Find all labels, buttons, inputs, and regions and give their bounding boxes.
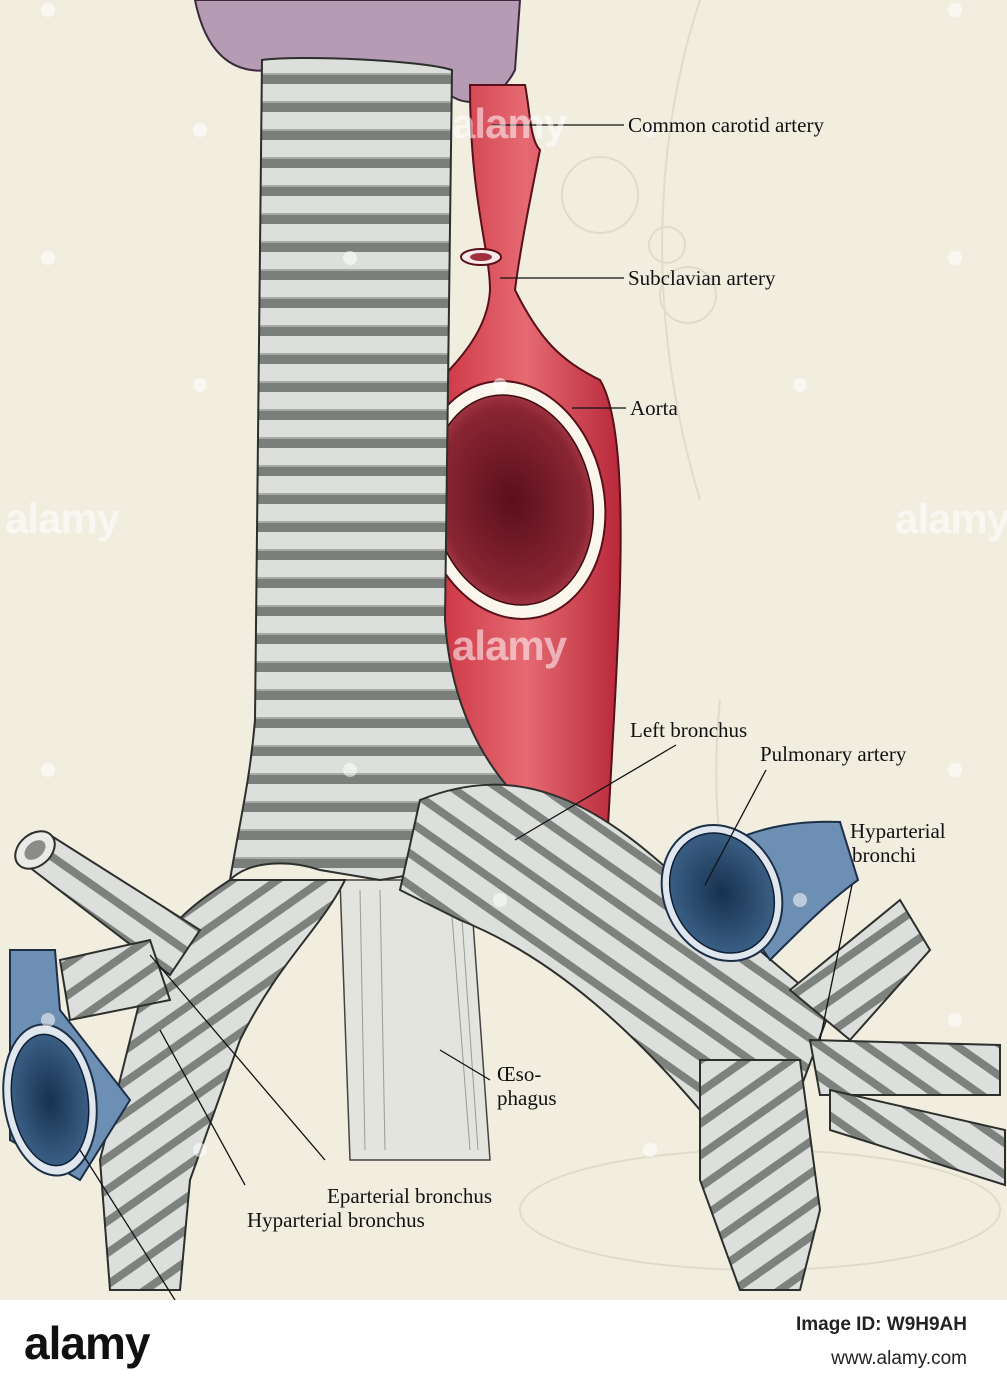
watermark-right: alamy bbox=[895, 495, 1007, 542]
watermark-top: alamy bbox=[452, 100, 567, 147]
label-aorta: Aorta bbox=[630, 396, 678, 420]
site-url: www.alamy.com bbox=[831, 1348, 967, 1369]
watermark-left: alamy bbox=[5, 495, 120, 542]
trachea-bronchi-drawing bbox=[2, 0, 1006, 1300]
alamy-logo: alamy bbox=[24, 1317, 150, 1369]
anatomy-illustration: alamy alamy alamy alamy Common carotid a… bbox=[0, 0, 1007, 1300]
stock-footer: alamy Image ID: W9H9AH www.alamy.com bbox=[0, 1300, 1007, 1390]
label-subclavian-artery: Subclavian artery bbox=[628, 266, 776, 290]
label-eparterial-bronchus: Eparterial bronchus bbox=[327, 1184, 493, 1208]
watermark-center: alamy bbox=[452, 622, 567, 669]
label-left-bronchus: Left bronchus bbox=[630, 718, 748, 742]
label-esophagus-line1: Œso- bbox=[497, 1062, 542, 1086]
label-pulmonary-artery: Pulmonary artery bbox=[760, 742, 907, 766]
label-hyparterial-bronchus: Hyparterial bronchus bbox=[247, 1208, 425, 1232]
label-esophagus-line2: phagus bbox=[497, 1086, 557, 1110]
leader-lines bbox=[79, 124, 853, 1300]
label-common-carotid-artery: Common carotid artery bbox=[628, 113, 824, 137]
image-id: Image ID: W9H9AH bbox=[795, 1314, 967, 1335]
left-lower-bronchus bbox=[699, 1059, 822, 1291]
label-hyparterial-bronchi-line2: bronchi bbox=[852, 843, 917, 867]
label-hyparterial-bronchi-line1: Hyparterial bbox=[850, 819, 946, 843]
